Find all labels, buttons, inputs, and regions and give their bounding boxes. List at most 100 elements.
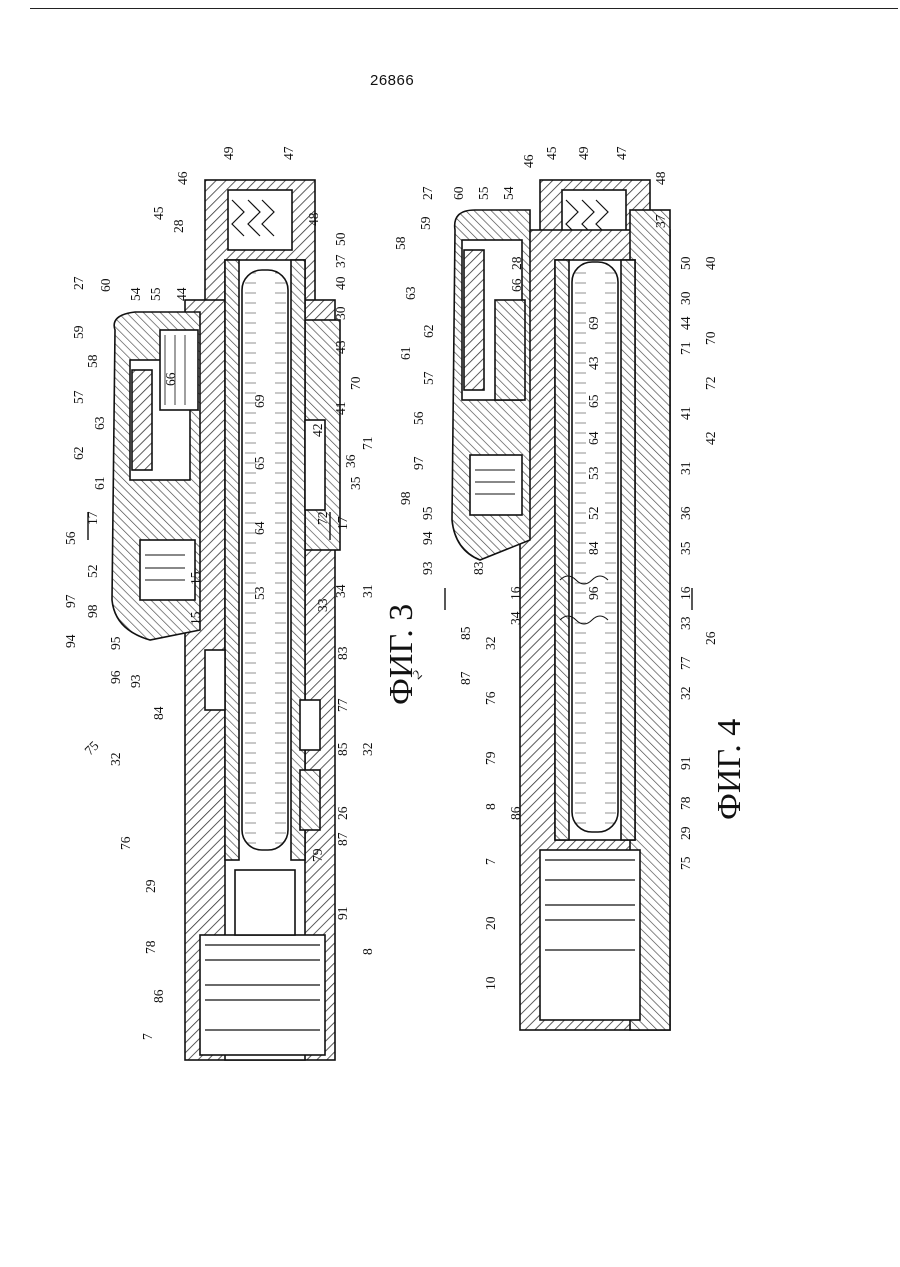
fig4-label: 7: [483, 858, 498, 865]
fig4-label: 48: [653, 171, 668, 185]
fig3-label: 52: [85, 565, 100, 579]
fig4-label: 46: [521, 154, 536, 168]
fig4-label: 26: [703, 631, 718, 645]
fig3-label: 86: [151, 989, 166, 1003]
fig3-label: 45: [151, 206, 166, 220]
fig3-label: 43: [333, 340, 348, 354]
fig3-label: 61: [92, 477, 107, 491]
fig3-label: 62: [71, 447, 86, 461]
fig4-label: 95: [420, 506, 435, 520]
fig4-label: 55: [476, 186, 491, 200]
fig4-label: 66: [509, 278, 524, 292]
fig3-label: 59: [71, 325, 86, 339]
fig3-label: 55: [148, 287, 163, 301]
fig4-label: 43: [586, 356, 601, 370]
fig3-label: 83: [335, 646, 350, 660]
fig4-label: 60: [451, 186, 466, 200]
fig4-label: 20: [483, 916, 498, 930]
fig3-label: 42: [310, 424, 325, 438]
fig4-label: 96: [586, 586, 601, 600]
fig3-label: 65: [252, 456, 267, 470]
fig4-label: 75: [678, 856, 693, 870]
fig4-label: 10: [483, 976, 498, 990]
fig4-label: 45: [544, 146, 559, 160]
fig4-label: 37: [653, 214, 668, 228]
fig3-label: 71: [360, 437, 375, 451]
fig4-label: 76: [483, 691, 498, 705]
fig4-label: 64: [586, 431, 601, 445]
fig3-label: 17: [85, 511, 100, 525]
fig4-label: 32: [678, 687, 693, 701]
fig3-label: 78: [143, 940, 158, 954]
fig3-label: 84: [151, 706, 166, 720]
fig3-label: 50: [333, 232, 348, 246]
fig3-label: 58: [85, 354, 100, 368]
fig3-label: 60: [98, 278, 113, 292]
fig3-label: 98: [85, 604, 100, 618]
fig3-label: 96: [108, 670, 123, 684]
fig3-label: 91: [335, 907, 350, 921]
fig4-label: 54: [501, 186, 516, 200]
fig3-label: 15: [188, 571, 203, 585]
fig3-label: 79: [310, 848, 325, 862]
fig4-cross-section: [452, 180, 670, 1030]
fig3-label: 56: [63, 531, 78, 545]
fig3-label: 72: [315, 512, 330, 526]
fig4-label: 70: [703, 331, 718, 345]
fig3-label: 76: [118, 836, 133, 850]
fig4-label: 79: [483, 751, 498, 765]
fig4-label: 32: [483, 637, 498, 651]
fig3-label: 34: [333, 584, 348, 598]
fig3-label: 97: [63, 594, 78, 608]
fig4-label: 77: [678, 656, 693, 670]
fig4-label: 44: [678, 316, 693, 330]
fig4-label: 78: [678, 796, 693, 810]
fig4-label: 36: [678, 506, 693, 520]
fig4-label: 28: [509, 256, 524, 270]
fig4-label: 59: [418, 216, 433, 230]
fig3-label: 32: [360, 743, 375, 757]
fig3-label: 77: [335, 698, 350, 712]
fig4-label: 93: [420, 561, 435, 575]
fig4-label: 41: [678, 407, 693, 421]
fig3-caption: ФИГ. 3: [383, 604, 420, 705]
fig3-label: 75: [82, 738, 102, 758]
fig3-label: 63: [92, 416, 107, 430]
fig3-label: 57: [71, 390, 86, 404]
fig4-label: 63: [403, 286, 418, 300]
fig3-label: 26: [335, 806, 350, 820]
fig4-label: 57: [421, 371, 436, 385]
fig3-cross-section: [112, 180, 340, 1060]
fig4-label: 16: [678, 586, 693, 600]
fig3-label: 32: [108, 753, 123, 767]
fig4-label: 58: [393, 236, 408, 250]
fig4-label: 83: [471, 561, 486, 575]
fig3-label: 28: [171, 219, 186, 233]
fig4-label: 42: [703, 432, 718, 446]
fig3-label: 33: [315, 598, 330, 612]
fig4-label: 62: [421, 325, 436, 339]
fig4-label: 84: [586, 541, 601, 555]
fig4-label: 98: [398, 491, 413, 505]
fig3-label: 46: [175, 171, 190, 185]
fig3-label: 8: [360, 948, 375, 955]
fig4-caption: ФИГ. 4: [711, 719, 748, 820]
fig3-label: 30: [333, 306, 348, 320]
fig4-label: 53: [586, 466, 601, 480]
fig4-label: 87: [458, 671, 473, 685]
fig3-label: 37: [333, 254, 348, 268]
fig4-label: 8: [483, 803, 498, 810]
fig3-label: 95: [108, 636, 123, 650]
fig3-label: 47: [281, 146, 296, 160]
fig3-label: 85: [335, 742, 350, 756]
fig3-label: 27: [71, 276, 86, 290]
fig3-label: 53: [252, 586, 267, 600]
fig3-label: 36: [343, 454, 358, 468]
fig4-label: 47: [614, 146, 629, 160]
fig3-label: 7: [140, 1033, 155, 1040]
fig3-label: 69: [252, 394, 267, 408]
fig4-label: 94: [420, 531, 435, 545]
fig3-label: 49: [221, 146, 236, 160]
fig3-label: 48: [306, 212, 321, 226]
